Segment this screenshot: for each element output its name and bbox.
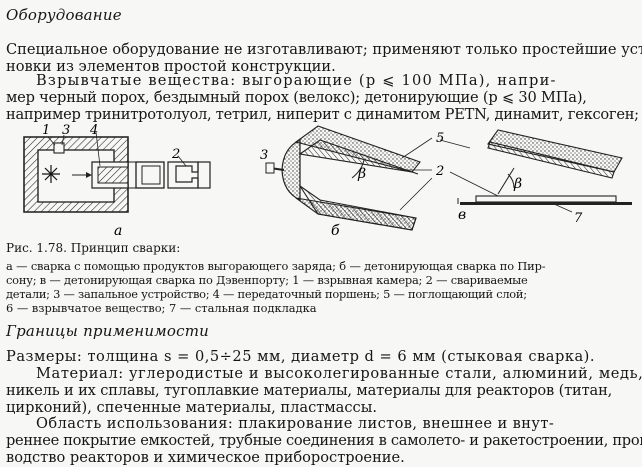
paragraph-line: мер черный порох, бездымный порох (велок… bbox=[6, 89, 587, 106]
figure-caption-line: детали; 3 — запальное устройство; 4 — пе… bbox=[6, 287, 527, 301]
label-3b: 3 bbox=[260, 148, 268, 163]
paragraph-line: Специальное оборудование не изготавливаю… bbox=[6, 41, 642, 58]
paragraph-line: водство реакторов и химическое приборост… bbox=[6, 449, 405, 466]
beta-label-b: β bbox=[357, 166, 366, 182]
diagram-a: 1 3 4 2 а bbox=[23, 123, 211, 238]
label-4: 4 bbox=[89, 123, 98, 138]
figure-caption-title: Рис. 1.78. Принцип сварки: bbox=[6, 241, 181, 255]
paragraph-line: реннее покрытие емкостей, трубные соедин… bbox=[6, 432, 642, 449]
paragraph-line: Область использования: плакирование лист… bbox=[36, 415, 555, 432]
label-2c: 2 bbox=[435, 164, 444, 179]
paragraph-line: Взрывчатые вещества: выгорающие (p ⩽ 100… bbox=[36, 72, 557, 89]
subfigure-label-a: а bbox=[114, 223, 122, 238]
label-3: 3 bbox=[62, 123, 70, 138]
subfigure-label-b: б bbox=[331, 223, 340, 238]
diagram-v: β в 5 2 7 bbox=[435, 129, 632, 226]
charge-icon bbox=[42, 165, 60, 183]
paragraph-line: новки из элементов простой конструкции. bbox=[6, 58, 336, 75]
subfigure-label-v: в bbox=[458, 207, 466, 223]
paragraph-line: например тринитротолуол, тетрил, ниперит… bbox=[6, 106, 639, 123]
paragraph-line: Материал: углеродистые и высоколегирован… bbox=[36, 365, 642, 382]
figure-caption-line: 6 — взрывчатое вещество; 7 — стальная по… bbox=[6, 301, 317, 315]
label-5: 5 bbox=[436, 131, 444, 146]
label-7: 7 bbox=[574, 211, 583, 226]
paragraph-line: Размеры: толщина s = 0,5÷25 мм, диаметр … bbox=[6, 348, 595, 365]
figure-caption-line: сону; в — детонирующая сварка по Дэвенпо… bbox=[6, 273, 528, 287]
welding-principle-figure: 1 3 4 2 а 3 β б bbox=[23, 123, 632, 238]
label-2: 2 bbox=[171, 147, 180, 162]
paragraph-line: цирконий), спеченные материалы, пластмас… bbox=[6, 399, 377, 416]
section-heading-applicability: Границы применимости bbox=[6, 322, 209, 340]
section-heading-equipment: Оборудование bbox=[6, 6, 122, 24]
diagram-b: 3 β б bbox=[260, 125, 433, 238]
label-1: 1 bbox=[42, 123, 50, 138]
figure-caption-line: а — сварка с помощью продуктов выгорающе… bbox=[6, 259, 546, 273]
paragraph-line: никель и их сплавы, тугоплавкие материал… bbox=[6, 382, 613, 399]
beta-label-v: β bbox=[513, 176, 522, 192]
